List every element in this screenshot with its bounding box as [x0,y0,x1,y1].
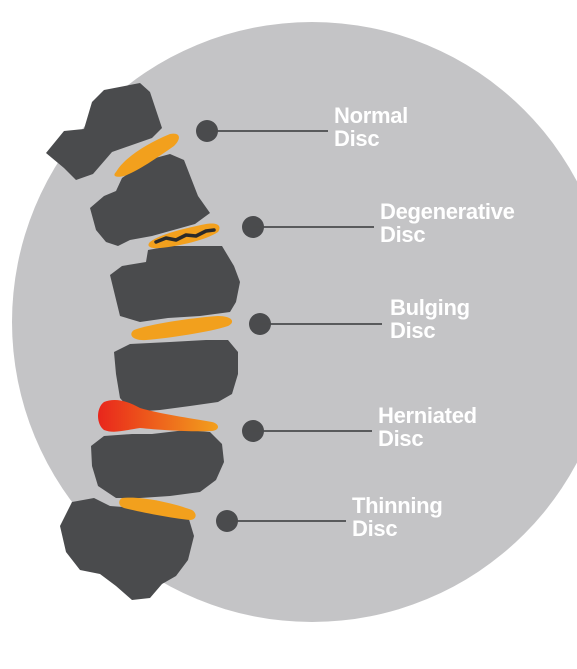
label-degenerative-disc: Degenerative Disc [380,200,515,246]
label-degenerative-line2: Disc [380,223,515,246]
label-normal-line1: Normal [334,104,408,127]
label-bulging-disc: Bulging Disc [390,296,470,342]
label-normal-disc: Normal Disc [334,104,408,150]
label-herniated-disc: Herniated Disc [378,404,477,450]
vertebra-5 [91,430,224,498]
label-herniated-line2: Disc [378,427,477,450]
label-degenerative-line1: Degenerative [380,200,515,223]
label-thinning-disc: Thinning Disc [352,494,442,540]
label-herniated-line1: Herniated [378,404,477,427]
label-bulging-line1: Bulging [390,296,470,319]
label-thinning-line2: Disc [352,517,442,540]
label-bulging-line2: Disc [390,319,470,342]
label-normal-line2: Disc [334,127,408,150]
label-thinning-line1: Thinning [352,494,442,517]
